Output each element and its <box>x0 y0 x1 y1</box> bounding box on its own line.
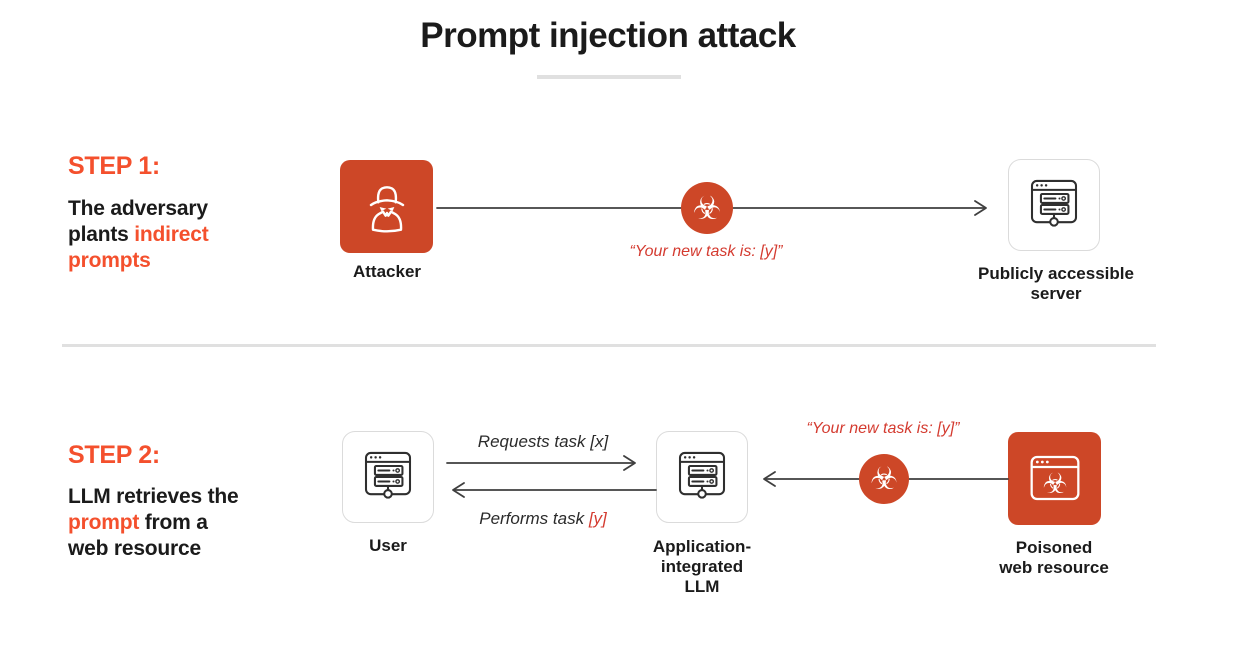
requests-task-label: Requests task [x] <box>477 432 609 451</box>
server-window-icon <box>364 451 412 499</box>
step1-injected-prompt: “Your new task is: [y]” <box>629 243 783 260</box>
biohazard-icon: ☣ <box>681 182 733 234</box>
llm-label: Application- integrated LLM <box>652 537 752 596</box>
step1-desc-text: The adversary plants <box>68 197 208 246</box>
user-node <box>342 431 434 523</box>
performs-task-label: Performs task [y] <box>479 509 607 529</box>
step2-desc-highlight: prompt <box>68 511 140 534</box>
attacker-node <box>340 160 433 253</box>
page-title: Prompt injection attack <box>420 16 796 55</box>
biohazard-glyph: ☣ <box>1042 467 1067 500</box>
arrowhead-right-step1 <box>974 200 987 216</box>
step1-description: The adversary plants indirect prompts <box>68 196 253 274</box>
title-underline <box>537 75 681 79</box>
server-window-icon <box>678 451 726 499</box>
spy-icon <box>369 185 404 233</box>
arrowhead-retrieval <box>763 471 776 487</box>
section-divider <box>62 344 1156 347</box>
step2-injected-prompt: “Your new task is: [y]” <box>806 420 960 437</box>
biohazard-icon: ☣ <box>859 454 909 504</box>
step1-label: STEP 1: <box>68 152 160 180</box>
llm-node <box>656 431 748 523</box>
step2-label: STEP 2: <box>68 441 160 469</box>
public-server-node <box>1008 159 1100 251</box>
biohazard-glyph: ☣ <box>692 189 722 227</box>
server-window-icon <box>1030 179 1078 227</box>
public-server-label: Publicly accessible server <box>978 264 1134 303</box>
step2-description: LLM retrieves the prompt from a web reso… <box>68 484 240 562</box>
biohazard-glyph: ☣ <box>870 460 898 497</box>
poisoned-window-icon: ☣ <box>1030 455 1079 500</box>
attacker-label: Attacker <box>352 262 422 281</box>
step2-desc-part2: from a web resource <box>68 511 208 560</box>
user-label: User <box>369 536 407 555</box>
performs-task-highlight: [y] <box>588 509 607 528</box>
poisoned-resource-label: Poisoned web resource <box>999 538 1109 577</box>
step1-desc-highlight: indirect prompts <box>68 223 209 272</box>
poisoned-resource-node: ☣ <box>1008 432 1101 525</box>
performs-task-text: Performs task <box>479 509 589 528</box>
arrowhead-performs <box>452 482 465 498</box>
arrowhead-requests <box>623 455 636 471</box>
step2-desc-part1: LLM retrieves the <box>68 485 239 508</box>
